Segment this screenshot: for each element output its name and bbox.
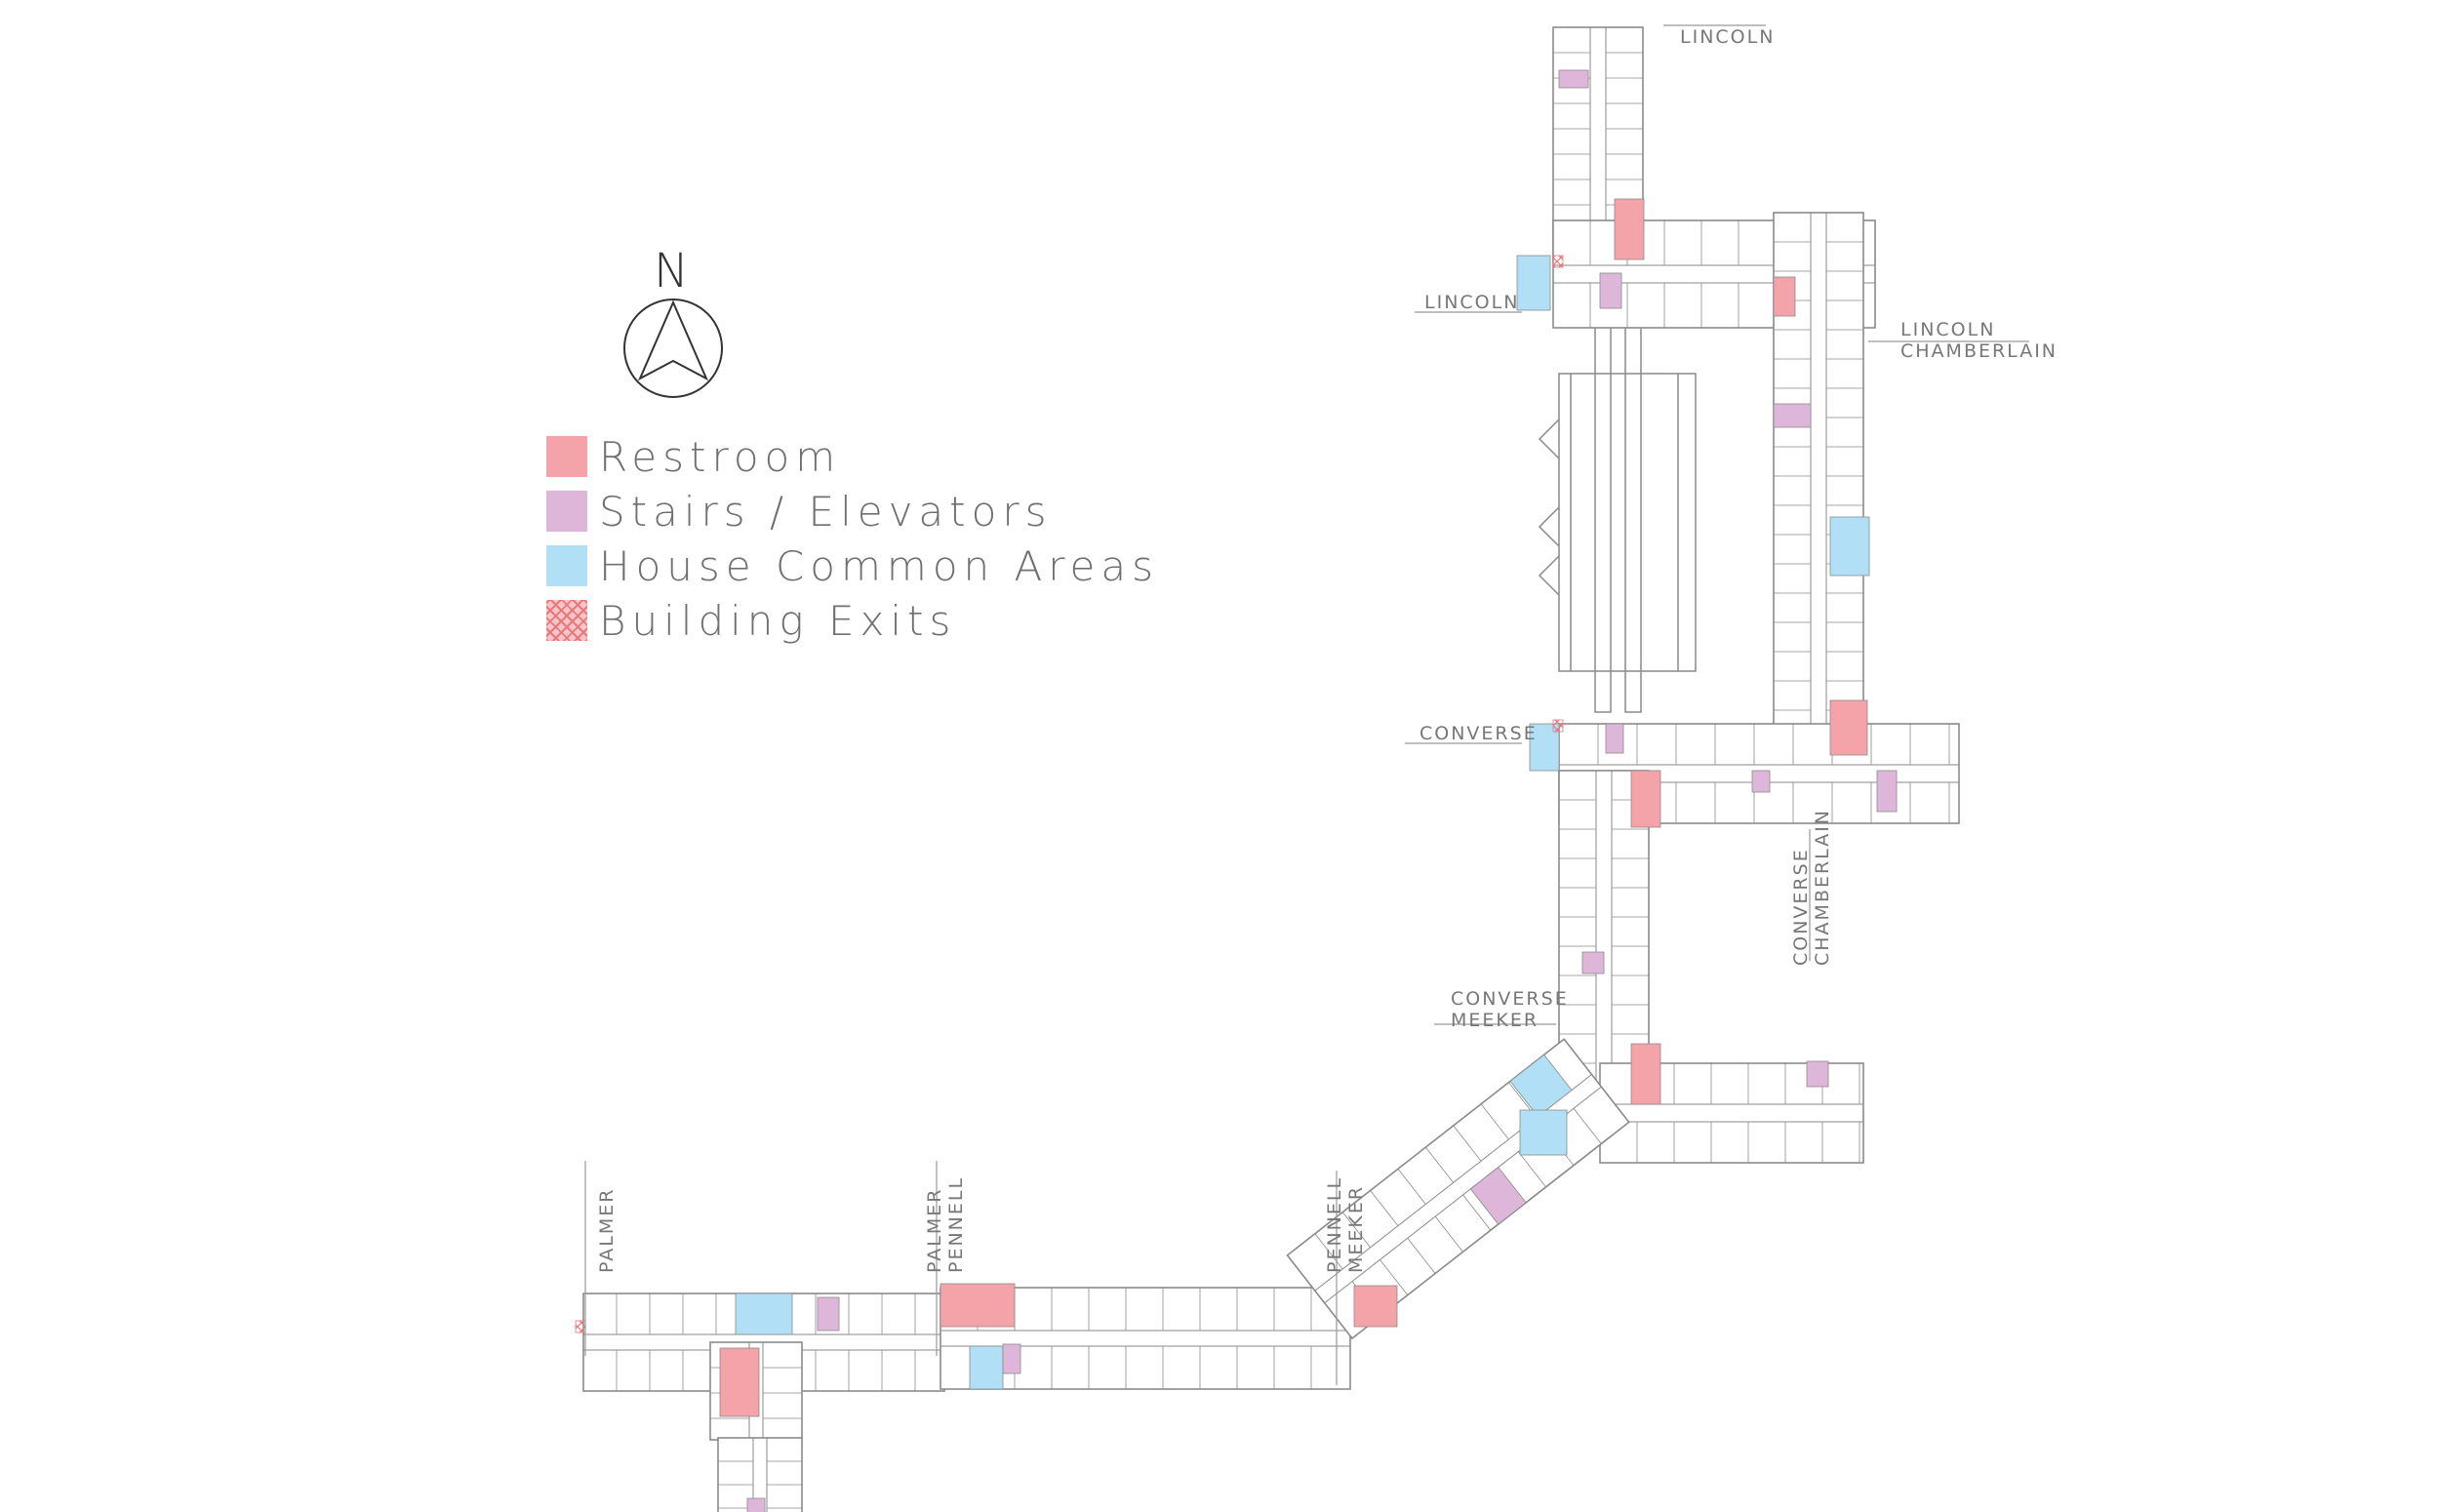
north-letter: N <box>654 244 689 298</box>
room-wall <box>1379 1259 1409 1295</box>
building-wings <box>582 26 1960 1512</box>
legend-label: House Common Areas <box>599 541 1160 590</box>
stairs-zone <box>1751 770 1771 793</box>
label-line: MEEKER <box>1344 1184 1367 1273</box>
label-line: CHAMBERLAIN <box>1900 339 2059 362</box>
common-area-zone <box>1516 255 1551 311</box>
stairs-zone <box>1605 723 1624 754</box>
label-line: CONVERSE <box>1790 848 1812 966</box>
exit-zone <box>1552 719 1564 733</box>
restroom-zone <box>1773 276 1796 317</box>
room-wall <box>1341 1212 1371 1249</box>
stairs-zone <box>1773 403 1812 428</box>
room-wall <box>1425 1146 1454 1183</box>
label-palmer: PALMER <box>596 1187 618 1273</box>
label-line: MEEKER <box>1451 1009 1539 1031</box>
stairs-zone <box>1469 1167 1527 1225</box>
legend-label: Building Exits <box>599 596 957 645</box>
legend-label: Restroom <box>599 432 842 481</box>
room-wall <box>1573 1108 1602 1144</box>
stairs-zone <box>1581 951 1605 975</box>
room-wall <box>1517 1151 1546 1188</box>
label-lincoln-chamberlain: LINCOLN CHAMBERLAIN <box>1900 319 2059 363</box>
legend-item-exits: Building Exits <box>546 593 1159 648</box>
stairs-zone <box>1002 1343 1021 1374</box>
restroom-zone <box>1353 1285 1398 1328</box>
common-area-zone <box>735 1293 793 1335</box>
stairs-swatch <box>546 491 587 532</box>
restroom-zone <box>1614 198 1645 260</box>
legend-label: Stairs / Elevators <box>599 487 1053 536</box>
label-lincoln-west: LINCOLN <box>1424 292 1520 313</box>
room-wall <box>1397 1168 1426 1205</box>
common-area-swatch <box>546 545 587 586</box>
room-wall <box>1314 1233 1343 1270</box>
label-converse-chamberlain: CONVERSE CHAMBERLAIN <box>1790 808 1834 966</box>
label-pennell-meeker: PENNELL MEEKER <box>1324 1175 1368 1273</box>
room-wall <box>1480 1103 1509 1140</box>
restroom-zone <box>719 1347 760 1417</box>
room-wall <box>1453 1125 1482 1162</box>
restroom-swatch <box>546 436 587 477</box>
legend-item-stairs: Stairs / Elevators <box>546 484 1159 538</box>
legend-item-common-areas: House Common Areas <box>546 538 1159 593</box>
label-line: CONVERSE <box>1451 988 1569 1010</box>
common-area-zone <box>1829 516 1870 577</box>
stairs-zone <box>1806 1060 1829 1088</box>
restroom-zone <box>1630 770 1661 828</box>
area-leader-lines <box>584 24 2029 1385</box>
room-wall <box>1370 1190 1399 1226</box>
label-converse: CONVERSE <box>1419 723 1538 744</box>
restroom-zone <box>1829 699 1868 756</box>
stairs-zone <box>817 1296 840 1332</box>
stairs-zone <box>1558 69 1589 89</box>
common-area-zone <box>1519 1109 1568 1156</box>
label-palmer-pennell: PALMER PENNELL <box>924 1175 968 1273</box>
room-wall <box>1434 1215 1463 1253</box>
label-line: PALMER <box>924 1187 945 1273</box>
label-line: PENNELL <box>1324 1175 1345 1273</box>
stairs-zone <box>1876 770 1898 813</box>
common-area-zone <box>1509 1054 1573 1118</box>
courtyard-structure <box>1538 321 1697 713</box>
north-arrow-icon <box>623 298 723 398</box>
map-legend: Restroom Stairs / Elevators House Common… <box>546 429 1159 648</box>
exit-zone <box>1552 255 1564 268</box>
exit-zone <box>575 1320 586 1333</box>
room-wall <box>1462 1194 1492 1231</box>
restroom-zone <box>1630 1043 1661 1105</box>
stairs-zone <box>746 1497 766 1512</box>
stairs-zone <box>1599 272 1622 309</box>
room-wall <box>1407 1238 1436 1274</box>
legend-item-restroom: Restroom <box>546 429 1159 484</box>
common-area-zone <box>1529 723 1560 772</box>
exit-swatch <box>546 600 587 641</box>
label-line: CHAMBERLAIN <box>1811 808 1833 966</box>
colored-zones <box>575 69 1898 1512</box>
label-line: PENNELL <box>944 1175 967 1273</box>
restroom-zone <box>940 1283 1016 1328</box>
label-line: LINCOLN <box>1900 319 1996 340</box>
common-area-zone <box>969 1345 1004 1390</box>
label-converse-meeker: CONVERSE MEEKER <box>1451 988 1569 1032</box>
label-lincoln-top: LINCOLN <box>1680 26 1776 48</box>
